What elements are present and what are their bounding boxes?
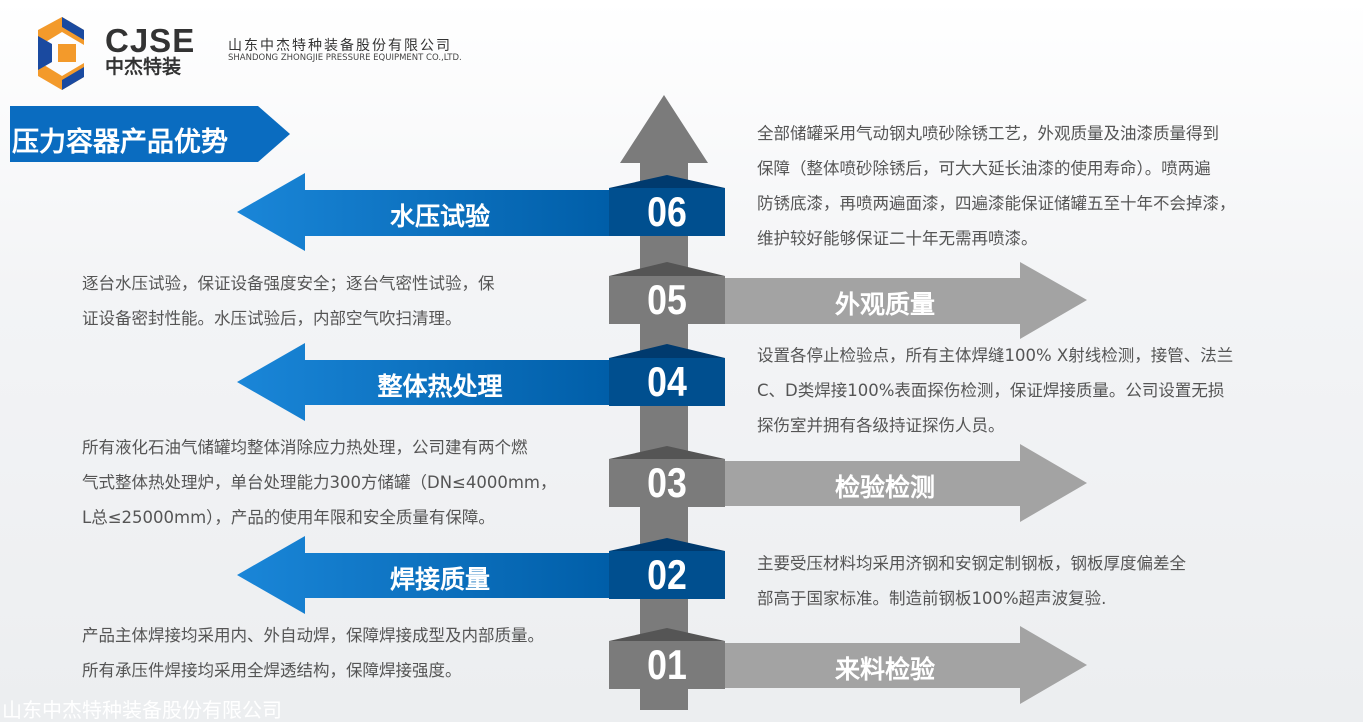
- step-number-03: 03: [647, 459, 687, 506]
- desc-01: 主要受压材料均采用济钢和安钢定制钢板，钢板厚度偏差全部高于国家标准。制造前钢板1…: [757, 554, 1186, 608]
- step-label-02: 焊接质量: [389, 565, 490, 594]
- step-number-02: 02: [647, 551, 687, 598]
- arrow-01: [725, 626, 1087, 704]
- step-number-04: 04: [647, 358, 687, 405]
- arrow-05: [725, 262, 1087, 339]
- arrow-04: [237, 343, 609, 421]
- arrow-02: [237, 536, 609, 614]
- arrow-03: [725, 444, 1087, 522]
- step-number-06: 06: [647, 188, 687, 235]
- step-label-05: 外观质量: [834, 290, 935, 319]
- footer-company: 山东中杰特种装备股份有限公司: [2, 698, 282, 722]
- step-label-04: 整体热处理: [377, 372, 503, 401]
- desc-02: 产品主体焊接均采用内、外自动焊，保障焊接成型及内部质量。所有承压件焊接均采用全焊…: [82, 626, 544, 680]
- step-label-01: 来料检验: [834, 655, 935, 684]
- step-label-06: 水压试验: [389, 202, 490, 231]
- logo-icon: [38, 17, 84, 90]
- desc-06: 逐台水压试验，保证设备强度安全；逐台气密性试验，保证设备密封性能。水压试验后，内…: [82, 274, 495, 328]
- title-banner: [10, 106, 290, 162]
- page-title: 压力容器产品优势: [12, 127, 228, 158]
- brand-cn: 中杰特装: [105, 56, 182, 78]
- desc-04: 所有液化石油气储罐均整体消除应力热处理，公司建有两个燃气式整体热处理炉，单台处理…: [82, 438, 557, 527]
- arrow-06: [237, 173, 609, 251]
- desc-05: 全部储罐采用气动钢丸喷砂除锈工艺，外观质量及油漆质量得到保障（整体喷砂除锈后，可…: [757, 124, 1236, 248]
- company-name-cn: 山东中杰特种装备股份有限公司: [228, 38, 452, 54]
- company-name-en: SHANDONG ZHONGJIE PRESSURE EQUIPMENT CO.…: [228, 53, 462, 63]
- step-number-01: 01: [647, 641, 687, 688]
- brand-logo-text: CJSE: [105, 22, 196, 59]
- step-number-05: 05: [647, 276, 687, 323]
- step-label-03: 检验检测: [834, 473, 935, 502]
